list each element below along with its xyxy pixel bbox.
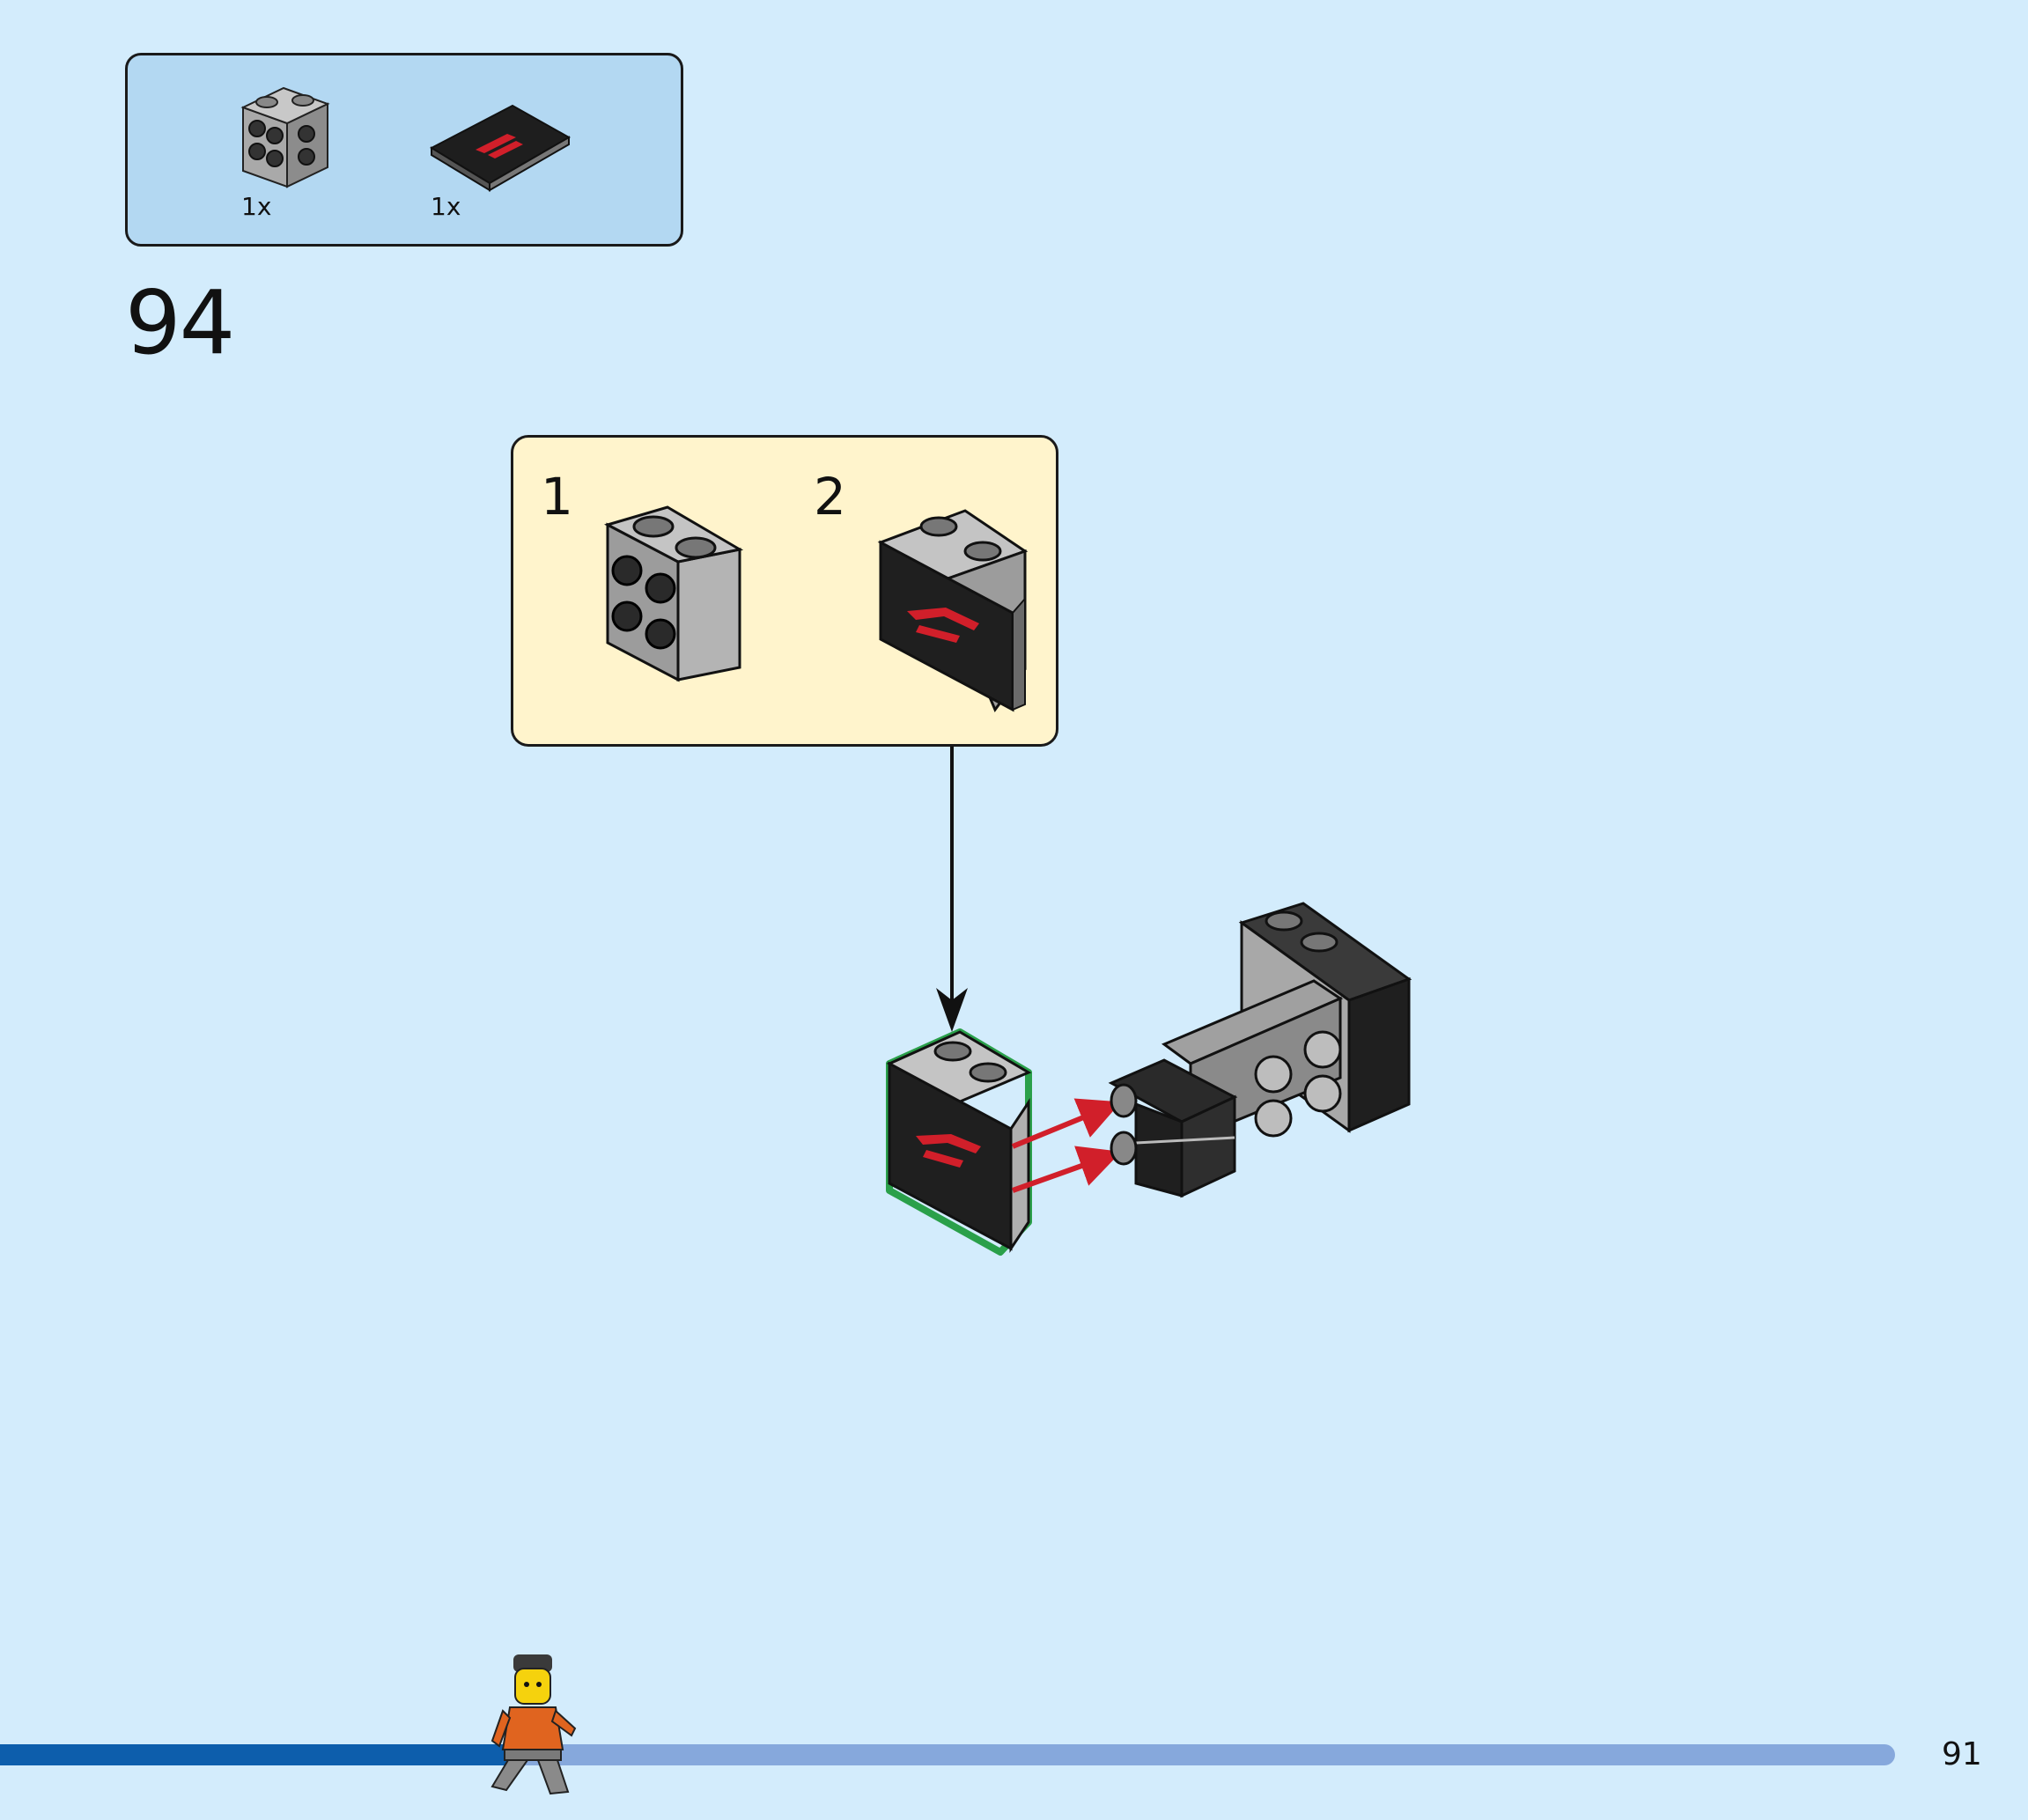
page-number: 91 <box>1942 1736 1982 1772</box>
new-subassembly-highlight-icon <box>886 1028 1032 1256</box>
sub-step-1-number: 1 <box>541 467 573 527</box>
part-1-quantity: 1x <box>241 192 272 221</box>
part-f1-tile-icon <box>429 104 572 192</box>
progress-fill <box>0 1744 512 1765</box>
parts-list-box <box>125 53 683 247</box>
attach-arrow-bottom <box>1011 1146 1122 1193</box>
part-2-quantity: 1x <box>431 192 461 221</box>
attach-arrow-top <box>1011 1098 1122 1149</box>
sub-step-2-assembly-icon <box>877 509 1029 713</box>
minifigure-runner-icon <box>490 1654 577 1795</box>
step-number: 94 <box>125 271 235 374</box>
part-brick-side-studs-icon <box>240 86 330 188</box>
main-model-icon <box>1108 902 1412 1198</box>
sub-step-1-brick-icon <box>604 505 744 682</box>
sub-step-2-number: 2 <box>814 467 846 527</box>
down-arrow-icon <box>936 988 968 1032</box>
